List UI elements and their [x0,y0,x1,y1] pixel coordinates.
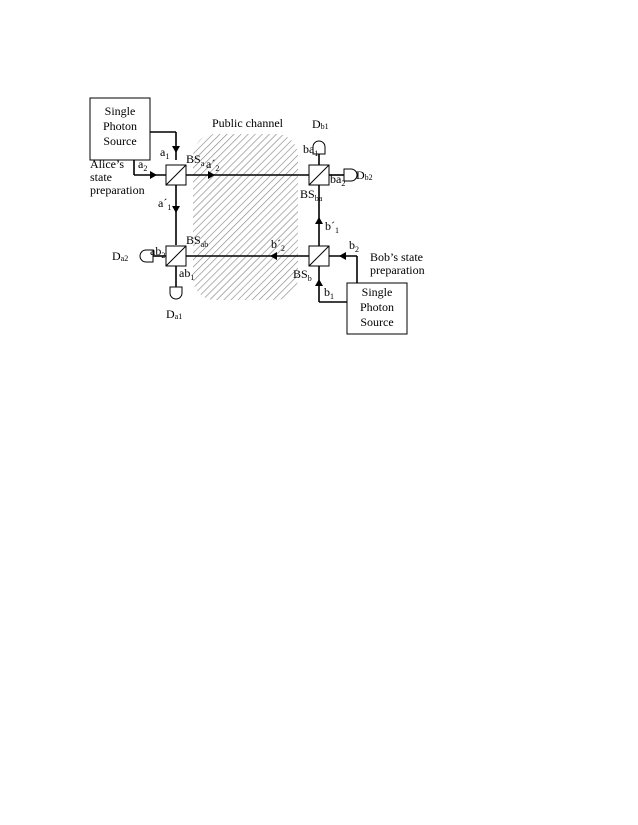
path-b2-label: b2 [349,238,359,254]
beam-splitter-bs-a [165,164,187,186]
public-channel-label: Public channel [212,116,284,130]
arrow-a2 [150,171,157,179]
path-a1-label: a1 [160,145,169,161]
detector-db1-icon [312,140,326,155]
beam-splitter-bs-ab [165,245,187,267]
detector-db1-label: Db1 [312,117,329,131]
alice-prep-line2: state [90,170,112,184]
detector-da2-label: Da2 [112,249,128,263]
arrowheads [150,146,346,286]
alice-prep-line1: Alice’s [90,157,124,171]
bs-ab-label: BSab [186,233,208,249]
path-a2-label: a2 [138,157,147,173]
bob-source-line2: Photon [360,300,394,314]
detector-db2-label: Db2 [356,168,373,182]
path-ba2-label: ba2 [330,172,345,188]
bs-b-label: BSb [293,267,312,283]
path-b-prime-1-label: b´1 [325,219,339,235]
detector-da1-label: Da1 [166,307,182,321]
arrow-b-prime-2 [270,252,277,260]
detector-da2-icon [139,249,154,263]
bob-prep-line2: preparation [370,263,425,277]
alice-photon-source-box [89,97,151,161]
beam-splitter-bs-b [308,245,330,267]
path-ab2-label: ab2 [150,244,165,260]
bob-prep-line1: Bob’s state [370,250,423,264]
bob-photon-source-box [346,282,408,335]
alice-source-line1: Single [105,104,136,118]
path-b-prime-2-label: b´2 [271,237,285,253]
path-ab1-label: ab1 [179,266,194,282]
arrow-a1 [172,146,180,153]
arrow-b1 [315,279,323,286]
arrow-b2 [339,252,346,260]
alice-prep-line3: preparation [90,183,145,197]
alice-source-line2: Photon [103,119,137,133]
bob-source-line1: Single [362,285,393,299]
alice-source-line3: Source [103,134,136,148]
path-a-prime-2-label: a´2 [206,157,219,173]
bs-a-label: BSa [186,152,205,168]
arrow-b-prime-1 [315,217,323,224]
beam-splitter-bs-ba [308,164,330,186]
arrow-a-prime-2 [208,171,215,179]
path-a-prime-1-label: a´1 [158,196,171,212]
path-b1-label: b1 [324,285,334,301]
bob-source-line3: Source [360,315,393,329]
path-ba1-label: ba1 [303,142,318,158]
arrow-a-prime-1 [172,206,180,213]
bs-ba-label: BSba [300,187,323,203]
detector-db2-icon [343,168,358,182]
detector-da1-icon [169,286,183,300]
